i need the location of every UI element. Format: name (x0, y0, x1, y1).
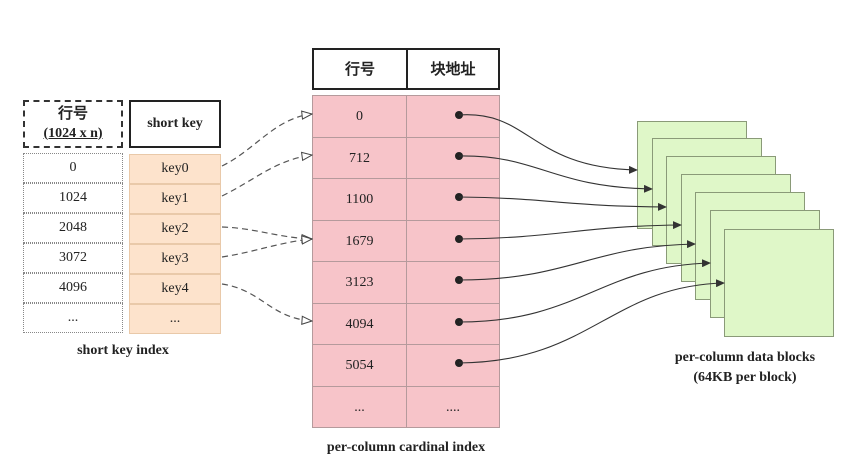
dashed-arrow-key1 (221, 155, 312, 197)
address-arrow (458, 155, 653, 193)
short-key-header: short key (129, 100, 221, 148)
short-key-row-id: ... (23, 303, 123, 333)
dashed-arrow-key2 (221, 226, 312, 239)
cardinal-row-cell: ... (312, 386, 407, 428)
cardinal-row-header: 行号 (312, 48, 408, 90)
cardinal-address-cell (406, 261, 500, 303)
short-key-cell: key0 (129, 154, 221, 184)
row-number-header: 行号 (1024 x n) (23, 100, 123, 148)
dashed-arrow-key0 (221, 114, 312, 167)
cardinal-address-cell (406, 137, 500, 179)
short-key-cell: ... (129, 304, 221, 334)
row-number-header-label: 行号 (57, 106, 88, 122)
short-key-row-id: 3072 (23, 243, 123, 273)
short-key-cell: key4 (129, 274, 221, 304)
short-key-row-id: 4096 (23, 273, 123, 303)
address-arrow (458, 221, 682, 240)
address-arrow (458, 279, 725, 364)
cardinal-address-cell: .... (406, 386, 500, 428)
address-arrow (458, 240, 696, 281)
short-key-cell: key2 (129, 214, 221, 244)
dashed-arrow-key4 (221, 283, 312, 321)
address-arrow (458, 114, 638, 174)
cardinal-address-cell (406, 344, 500, 386)
cardinal-address-cell (406, 220, 500, 262)
cardinal-row-cell: 5054 (312, 344, 407, 386)
short-key-row-id: 1024 (23, 183, 123, 213)
address-arrow (458, 196, 667, 211)
cardinal-address-cell (406, 303, 500, 345)
cardinal-row-cell: 3123 (312, 261, 407, 303)
cardinal-row-cell: 712 (312, 137, 407, 179)
data-block (724, 229, 834, 337)
data-blocks-caption-line2: (64KB per block) (693, 370, 797, 385)
cardinal-row-cell: 0 (312, 95, 407, 137)
short-key-row-id: 2048 (23, 213, 123, 243)
short-key-index-caption: short key index (77, 343, 169, 358)
short-key-row-id: 0 (23, 153, 123, 183)
address-arrow (458, 259, 711, 323)
data-blocks-caption-line1: per-column data blocks (674, 350, 816, 365)
short-key-cell: key1 (129, 184, 221, 214)
cardinal-row-cell: 4094 (312, 303, 407, 345)
short-key-cell: key3 (129, 244, 221, 274)
cardinal-address-cell (406, 178, 500, 220)
dashed-arrow-key3 (221, 239, 312, 258)
cardinal-row-cell: 1679 (312, 220, 407, 262)
row-number-header-sub: (1024 x n) (43, 126, 103, 141)
cardinal-address-header: 块地址 (406, 48, 500, 90)
cardinal-index-caption: per-column cardinal index (326, 440, 486, 455)
